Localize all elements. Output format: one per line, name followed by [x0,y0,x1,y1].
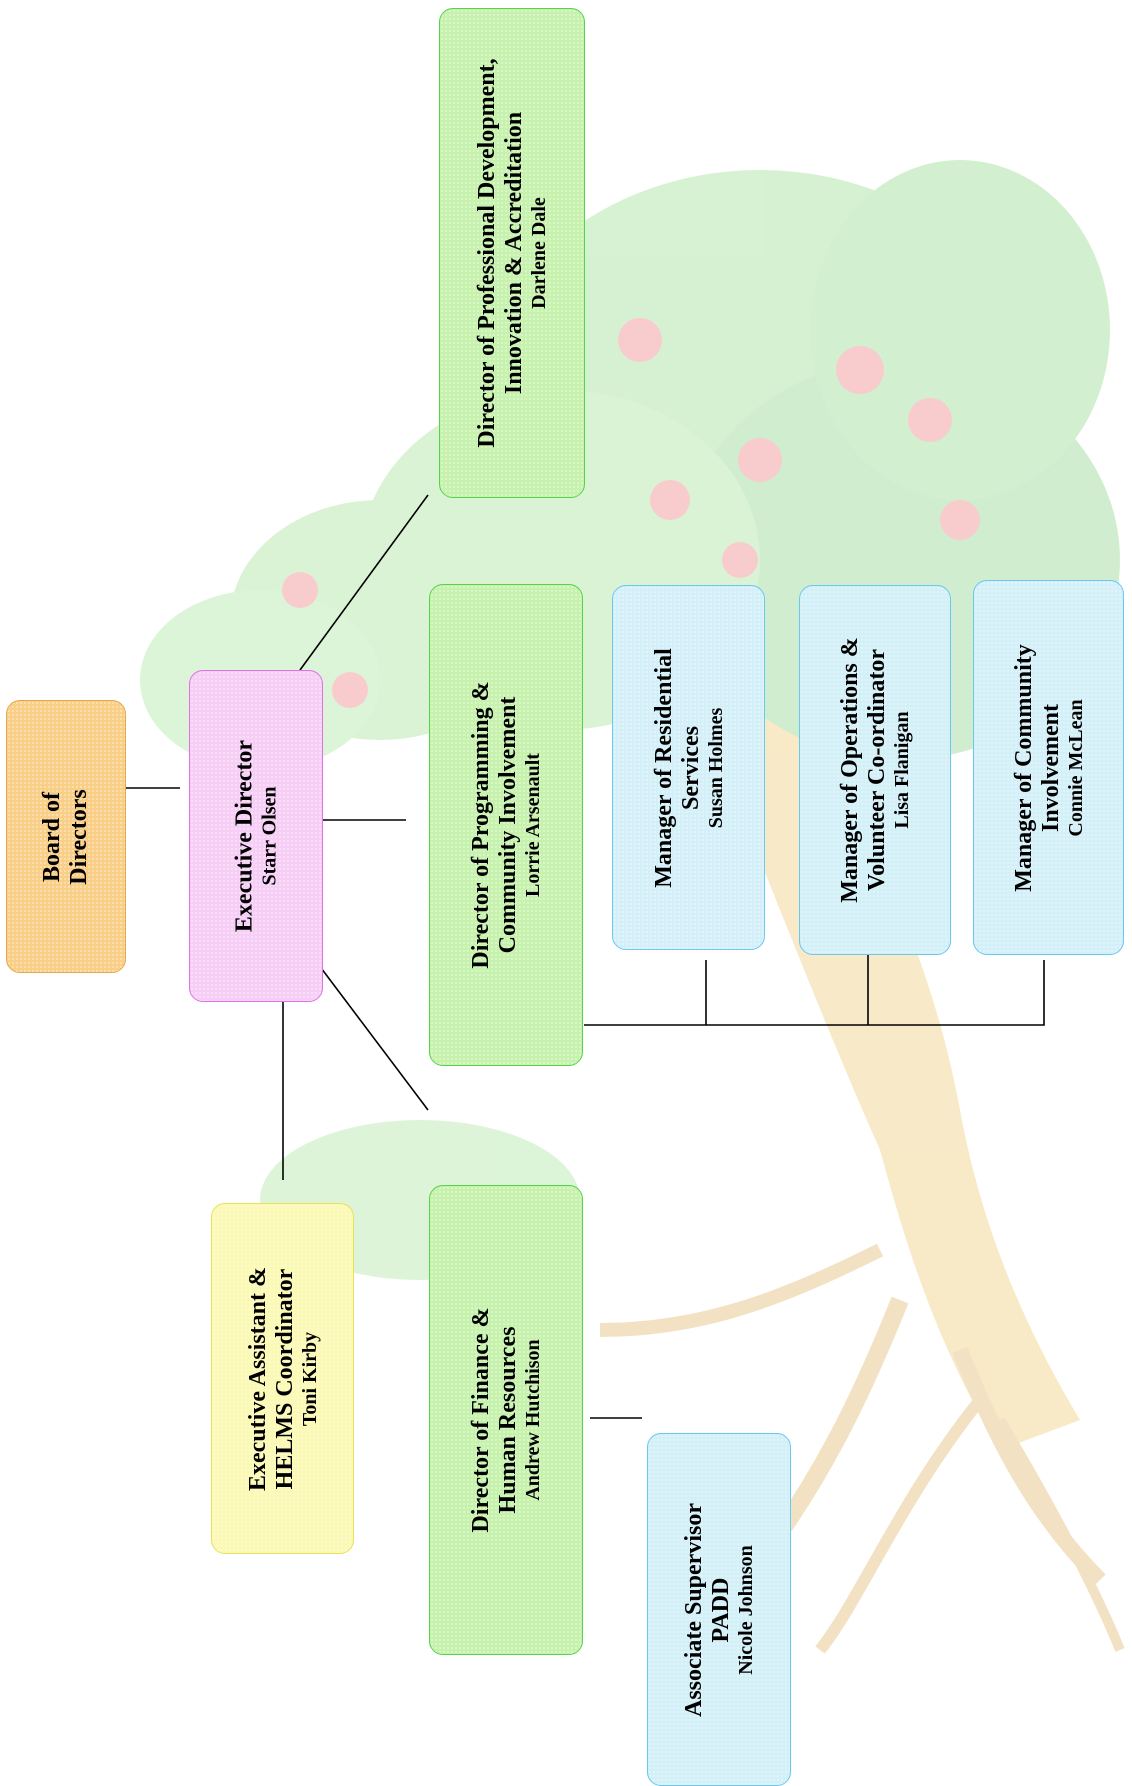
director-development-node: Director of Professional Development, In… [439,8,585,498]
director-finance-node: Director of Finance & Human Resources An… [429,1185,583,1655]
node-person: Starr Olsen [258,786,281,886]
node-title: Directors [66,788,92,885]
node-person: Andrew Hutchison [521,1339,544,1501]
node-title: Innovation & Accreditation [500,111,527,395]
node-title: Director of Finance & [467,1307,494,1533]
associate-supervisor-node: Associate Supervisor PADD Nicole Johnson [647,1433,791,1786]
executive-director-node: Executive Director Starr Olsen [189,670,323,1002]
node-title: Involvement [1037,703,1064,832]
node-title: Volunteer Co-ordinator [863,649,890,891]
node-person: Susan Holmes [704,707,727,828]
node-person: Darlene Dale [527,197,550,309]
node-title: Director of Programming & [467,681,494,969]
exec-development-connector [299,494,429,671]
node-title: HELMS Coordinator [271,1268,298,1489]
node-title: Manager of Community [1010,643,1037,892]
node-title: Manager of Residential [650,647,677,888]
board-of-directors-node: Board of Directors [6,700,126,973]
node-person: Connie McLean [1064,698,1087,837]
node-title: Associate Supervisor [680,1502,707,1717]
executive-assistant-node: Executive Assistant & HELMS Coordinator … [211,1203,354,1554]
node-title: Community Involvement [494,696,521,954]
node-title: PADD [707,1577,734,1642]
node-person: Lorrie Arsenault [521,753,544,897]
node-title: Human Resources [494,1326,521,1514]
manager-residential-node: Manager of Residential Services Susan Ho… [612,585,765,950]
manager-community-node: Manager of Community Involvement Connie … [973,580,1124,955]
node-person: Nicole Johnson [734,1544,757,1675]
director-programming-node: Director of Programming & Community Invo… [429,584,583,1066]
node-title: Executive Assistant & [244,1266,271,1491]
node-title: Services [677,725,704,810]
node-title: Executive Director [231,739,258,933]
programming-managers-connector [584,960,1045,1026]
node-title: Director of Professional Development, [473,58,500,448]
node-title: Board of [39,791,66,882]
node-title: Manager of Operations & [836,637,863,903]
manager-operations-node: Manager of Operations & Volunteer Co-ord… [799,585,951,955]
node-person: Lisa Flanigan [890,711,913,829]
connector-lines [118,494,1045,1419]
node-person: Toni Kirby [298,1331,321,1426]
